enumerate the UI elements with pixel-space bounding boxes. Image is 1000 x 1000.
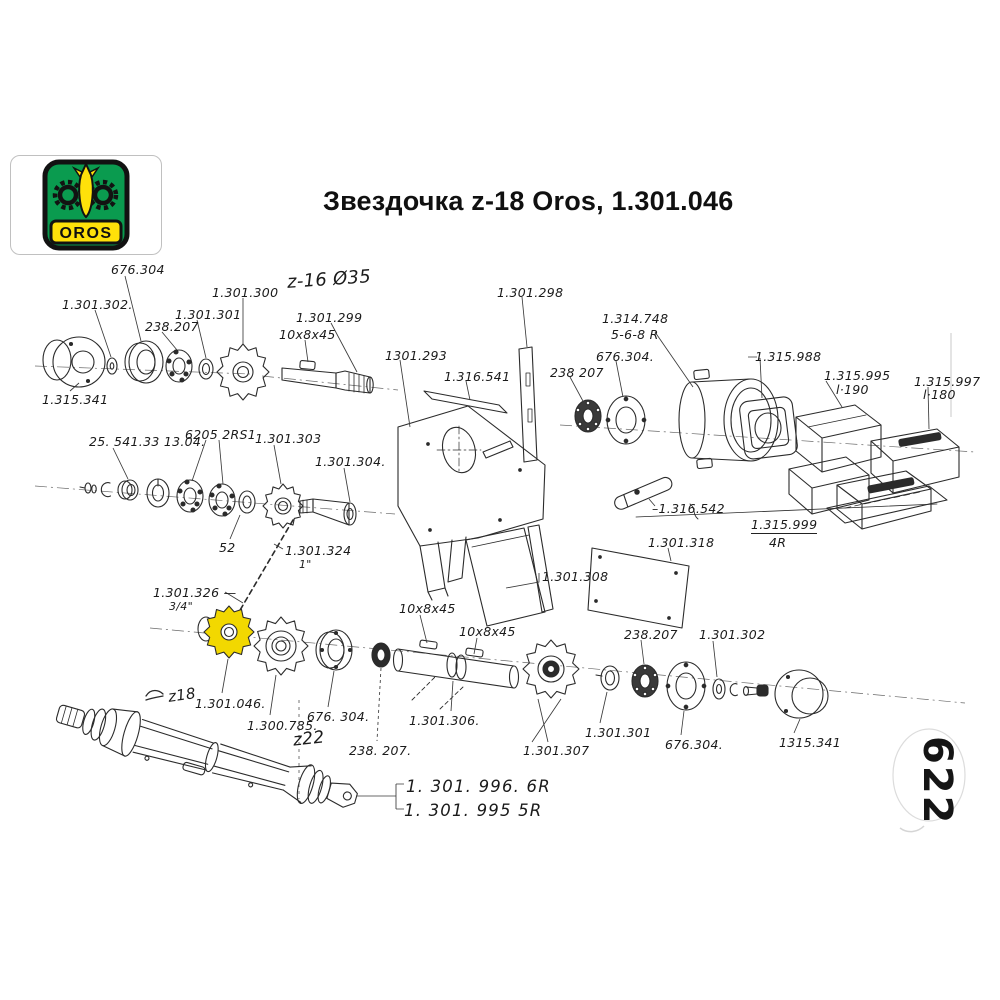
label-1-301-301-b: 1.301.301 xyxy=(585,725,652,740)
label-238-207-b: 238 207 xyxy=(550,365,604,380)
label-25-541-33: 25. 541.33 13.04. xyxy=(89,434,206,449)
corn-icon xyxy=(71,161,101,219)
label-1-301-308: 1.301.308 xyxy=(542,569,609,584)
label-1-315-988: 1.315.988 xyxy=(755,349,822,364)
label-1-314-748: 1.314.748 xyxy=(602,311,669,326)
label-1-301-300: 1.301.300 xyxy=(212,285,279,300)
drive-shaft-assembly xyxy=(198,606,829,719)
label-1-301-324: 1.301.324 xyxy=(285,543,352,558)
label-1-301-298: 1.301.298 xyxy=(497,285,564,300)
leader-lines xyxy=(69,275,930,810)
label-1-315-341-a: 1.315.341 xyxy=(42,392,109,407)
label-676-304-d: 676.304. xyxy=(665,737,724,752)
label-1-301-318: 1.301.318 xyxy=(648,535,715,550)
label-key-10x8x45-c: 10x8x45 xyxy=(459,624,516,639)
label-1315-341-b: 1315.341 xyxy=(779,735,842,750)
sprocket-1-301-046-highlight xyxy=(204,606,254,658)
label-1-301-326: 1.301.326 — xyxy=(153,585,237,600)
idler-sprocket-assembly xyxy=(79,479,357,618)
oros-logo-text: OROS xyxy=(59,225,112,242)
handwritten-scribble xyxy=(145,689,164,701)
label-1-300-785: 1.300.785. xyxy=(247,718,318,733)
label-1-301-306: 1.301.306. xyxy=(409,713,480,728)
page-number: 622 xyxy=(914,736,960,826)
label-1-316-542: –1.316.542 xyxy=(652,501,725,516)
paper-artifacts xyxy=(892,333,966,833)
label-1-301-995-5r: 1. 301. 995 5R xyxy=(404,801,543,820)
label-3-4-inch: 3/4" xyxy=(169,600,193,613)
label-handwritten-z18: z18 xyxy=(166,684,197,706)
page-title: Звездочка z-18 Oros, 1.301.046 xyxy=(323,186,734,216)
label-i190: l·190 xyxy=(836,382,869,397)
label-1-316-541: 1.316.541 xyxy=(444,369,511,384)
label-1-301-301-a: 1.301.301 xyxy=(175,307,242,322)
label-key-10x8x45-a: 10x8x45 xyxy=(279,327,336,342)
label-1-301-302-a: 1.301.302. xyxy=(62,297,133,312)
label-handwritten-z22: z22 xyxy=(292,727,326,751)
oros-logo-card: OROS xyxy=(10,155,162,255)
label-676-304-c: 676. 304. xyxy=(307,709,370,724)
label-1-315-999: 1.315.999 xyxy=(751,517,818,534)
label-5-6-8r: 5-6-8 R xyxy=(611,327,659,342)
exploded-parts xyxy=(42,337,960,808)
label-i180: l·180 xyxy=(923,387,956,402)
oros-logo-icon: OROS xyxy=(42,159,130,251)
label-238-207-a: 238.207 xyxy=(145,319,199,334)
label-1-301-307: 1.301.307 xyxy=(523,743,590,758)
label-1-315-997: 1.315.997 xyxy=(914,374,981,389)
label-1-301-304: 1.301.304. xyxy=(315,454,386,469)
front-hub-assembly xyxy=(42,337,374,400)
label-4r: 4R xyxy=(769,535,787,550)
label-1-301-996-6r: 1. 301. 996. 6R xyxy=(406,777,551,796)
label-676-304-b: 676.304. xyxy=(596,349,655,364)
label-6205-2rs1: 6205 2RS1 xyxy=(185,427,257,442)
label-1-301-302-b: 1.301.302 xyxy=(699,627,766,642)
label-52: 52 xyxy=(219,540,236,555)
drum-bracket-assembly xyxy=(574,368,960,530)
label-1301-293: 1301.293 xyxy=(385,348,448,363)
label-238-207-c: 238. 207. xyxy=(349,743,412,758)
label-1-inch: 1" xyxy=(299,558,312,571)
label-key-10x8x45-b: 10x8x45 xyxy=(399,601,456,616)
label-1-315-995: 1.315.995 xyxy=(824,368,891,383)
pto-cardan-shaft xyxy=(55,704,358,808)
axis-centerlines xyxy=(34,365,976,704)
label-676-304-a: 676.304 xyxy=(111,262,165,277)
label-1-301-046-highlighted-part: 1.301.046. xyxy=(195,696,266,711)
housing-plates xyxy=(397,346,690,629)
label-1-301-299: 1.301.299 xyxy=(296,310,363,325)
label-238-207-d: 238.207 xyxy=(624,627,678,642)
label-1-301-303: 1.301.303 xyxy=(255,431,322,446)
